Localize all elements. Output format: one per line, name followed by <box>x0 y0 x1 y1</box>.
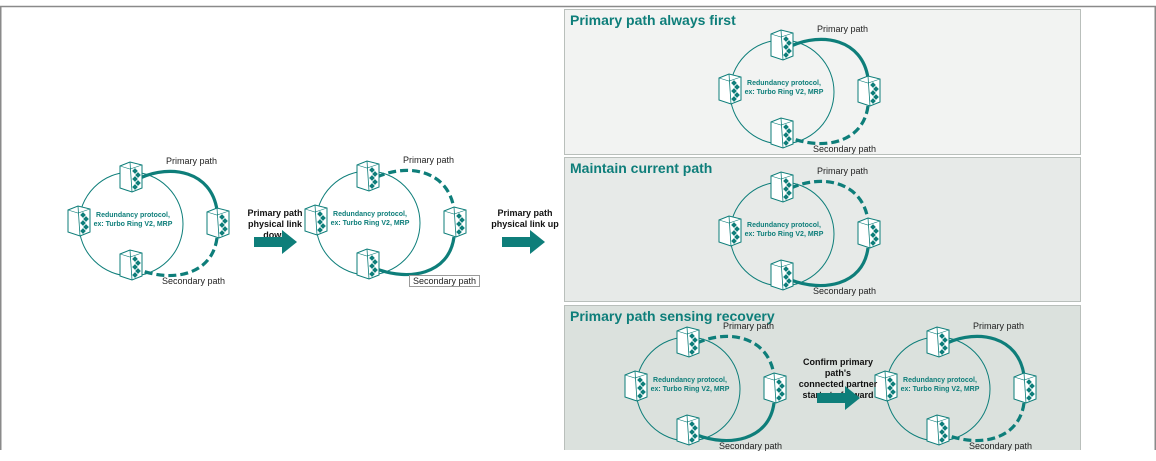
primary-path-label: Primary path <box>817 166 869 176</box>
protocol-label: Redundancy protocol, ex: Turbo Ring V2, M… <box>325 210 415 228</box>
primary-path-label: Primary path <box>817 24 869 34</box>
secondary-path-link <box>946 402 1026 443</box>
ring-diagram-sensing-after: Redundancy protocol, ex: Turbo Ring V2, M… <box>874 321 1048 461</box>
primary-path-label: Primary path <box>403 155 455 165</box>
secondary-path-label: Secondary path <box>162 276 226 286</box>
secondary-path-label: Secondary path <box>813 286 877 296</box>
network-switch-icon <box>770 259 794 291</box>
network-switch-icon <box>770 117 794 149</box>
ring-topology-svg <box>718 29 881 149</box>
primary-path-link <box>376 168 456 210</box>
diagram-canvas: Primary path always first Maintain curre… <box>0 5 1156 451</box>
ring-topology-svg <box>67 161 230 281</box>
network-switch-icon <box>206 207 230 239</box>
transition-link-down-line1: Primary path <box>247 208 303 218</box>
network-switch-icon <box>119 249 143 281</box>
protocol-label: Redundancy protocol, ex: Turbo Ring V2, M… <box>645 376 735 394</box>
primary-path-link <box>790 37 870 79</box>
ring-diagram-sensing-before: Redundancy protocol, ex: Turbo Ring V2, M… <box>624 321 798 461</box>
network-switch-icon <box>356 248 380 280</box>
panel-title-maintain-current: Maintain current path <box>570 160 713 176</box>
protocol-label-line1: Redundancy protocol, <box>903 377 977 384</box>
secondary-path-label: Secondary path <box>969 441 1033 451</box>
primary-path-label: Primary path <box>723 321 775 331</box>
ring-topology-svg <box>718 171 881 291</box>
transition-link-down-line2: physical link down <box>247 219 303 240</box>
secondary-path-link <box>696 402 776 443</box>
network-switch-icon <box>676 414 700 446</box>
secondary-path-link <box>790 105 870 146</box>
secondary-path-link <box>790 247 870 288</box>
panel-title-always-first: Primary path always first <box>570 12 736 28</box>
network-switch-icon <box>443 206 467 238</box>
network-switch-icon <box>67 205 91 237</box>
network-switch-icon <box>926 326 950 358</box>
primary-path-link <box>139 169 219 211</box>
secondary-path-link <box>376 236 456 277</box>
transition-confirm-line2: connected partner <box>798 379 878 389</box>
secondary-path-label: Secondary path <box>719 441 783 451</box>
protocol-label-line2: ex: Turbo Ring V2, MRP <box>93 221 173 228</box>
network-switch-icon <box>857 217 881 249</box>
right-arrow-icon <box>254 230 297 254</box>
primary-path-label: Primary path <box>166 156 218 166</box>
secondary-path-label: Secondary path <box>409 275 481 287</box>
protocol-label-line2: ex: Turbo Ring V2, MRP <box>744 231 824 238</box>
transition-link-up-line2: physical link up <box>491 219 559 229</box>
protocol-label-line1: Redundancy protocol, <box>333 211 407 218</box>
protocol-label-line1: Redundancy protocol, <box>747 80 821 87</box>
primary-path-link <box>790 179 870 221</box>
network-switch-icon <box>718 215 742 247</box>
outer-frame <box>0 5 1156 450</box>
secondary-path-link <box>139 237 219 278</box>
right-arrow-icon <box>502 230 545 254</box>
ring-topology-svg <box>304 160 467 280</box>
protocol-label-line2: ex: Turbo Ring V2, MRP <box>650 386 730 393</box>
network-switch-icon <box>304 204 328 236</box>
network-switch-icon <box>926 414 950 446</box>
protocol-label-line2: ex: Turbo Ring V2, MRP <box>330 220 410 227</box>
right-arrow-icon <box>817 386 860 410</box>
protocol-label: Redundancy protocol, ex: Turbo Ring V2, M… <box>895 376 985 394</box>
protocol-label-line2: ex: Turbo Ring V2, MRP <box>744 89 824 96</box>
transition-link-up-label: Primary path physical link up <box>485 208 565 230</box>
transition-link-up-line1: Primary path <box>497 208 553 218</box>
primary-path-label: Primary path <box>973 321 1025 331</box>
transition-link-down-label: Primary path physical link down <box>236 208 314 241</box>
network-switch-icon <box>1013 372 1037 404</box>
ring-diagram-initial: Redundancy protocol, ex: Turbo Ring V2, M… <box>67 156 241 296</box>
network-switch-icon <box>857 75 881 107</box>
ring-diagram-always-first: Redundancy protocol, ex: Turbo Ring V2, M… <box>718 24 892 164</box>
panel-primary-always-first: Primary path always first <box>564 9 1081 155</box>
network-switch-icon <box>763 372 787 404</box>
network-switch-icon <box>770 171 794 203</box>
panel-sensing-recovery: Primary path sensing recovery <box>564 305 1081 450</box>
network-switch-icon <box>356 160 380 192</box>
ring-topology-svg <box>624 326 787 446</box>
protocol-label: Redundancy protocol, ex: Turbo Ring V2, M… <box>739 221 829 239</box>
protocol-label-line2: ex: Turbo Ring V2, MRP <box>900 386 980 393</box>
ring-diagram-link-down: Redundancy protocol, ex: Turbo Ring V2, M… <box>304 155 481 295</box>
network-switch-icon <box>624 370 648 402</box>
panel-maintain-current: Maintain current path <box>564 157 1081 302</box>
ring-topology-svg <box>874 326 1037 446</box>
network-switch-icon <box>119 161 143 193</box>
network-switch-icon <box>770 29 794 61</box>
network-switch-icon <box>676 326 700 358</box>
protocol-label-line1: Redundancy protocol, <box>747 222 821 229</box>
ring-diagram-maintain-current: Redundancy protocol, ex: Turbo Ring V2, M… <box>718 166 892 306</box>
protocol-label-line1: Redundancy protocol, <box>96 212 170 219</box>
protocol-label: Redundancy protocol, ex: Turbo Ring V2, M… <box>739 79 829 97</box>
network-switch-icon <box>718 73 742 105</box>
panel-title-sensing-recovery: Primary path sensing recovery <box>570 308 775 324</box>
protocol-label: Redundancy protocol, ex: Turbo Ring V2, M… <box>88 211 178 229</box>
protocol-label-line1: Redundancy protocol, <box>653 377 727 384</box>
network-switch-icon <box>874 370 898 402</box>
primary-path-link <box>946 334 1026 376</box>
secondary-path-label: Secondary path <box>813 144 877 154</box>
transition-confirm-line1: Confirm primary path's <box>802 357 873 378</box>
primary-path-link <box>696 334 776 376</box>
